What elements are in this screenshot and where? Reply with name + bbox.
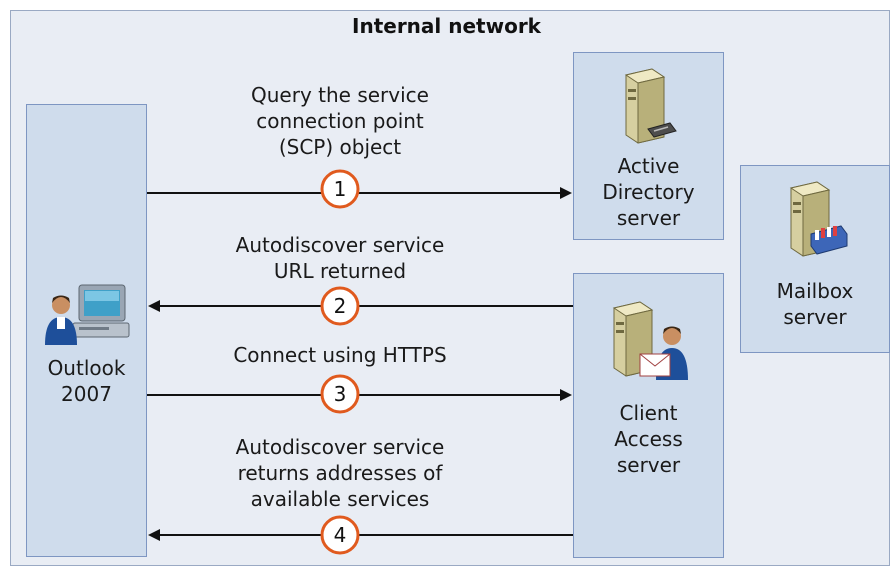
step-4-number: 4 [334, 523, 347, 547]
cas-label-line2: Access [614, 427, 683, 451]
step-1-line2: connection point [256, 109, 424, 133]
step-4-line3: available services [250, 487, 430, 511]
step-2-label: Autodiscover service URL returned [175, 232, 505, 284]
ad-label-line1: Active [617, 154, 680, 178]
step-4-line2: returns addresses of [237, 461, 443, 485]
mailbox-label-line2: server [783, 305, 847, 329]
step-3-label: Connect using HTTPS [175, 342, 505, 368]
step-4-line1: Autodiscover service [235, 435, 445, 459]
step-4-label: Autodiscover service returns addresses o… [175, 434, 505, 512]
directory-server-icon [624, 68, 677, 144]
step-1-line1: Query the service [251, 83, 429, 107]
step-1-badge: 1 [320, 169, 360, 209]
mailbox-server-box: Mailbox server [740, 165, 890, 353]
step-3-badge: 3 [320, 374, 360, 414]
cas-label-line3: server [616, 453, 681, 477]
outlook-client-box: Outlook 2007 [26, 104, 147, 557]
step-1-line3: (SCP) object [278, 135, 402, 159]
step-3-number: 3 [334, 382, 347, 406]
step-2-number: 2 [334, 294, 347, 318]
step-2-line2: URL returned [273, 259, 407, 283]
step-1-number: 1 [334, 177, 347, 201]
mailbox-label-line1: Mailbox [776, 279, 854, 303]
ad-label-line2: Directory [602, 180, 695, 204]
outlook-label-line1: Outlook [47, 356, 126, 380]
step-3-line1: Connect using HTTPS [233, 343, 447, 367]
cas-label-line1: Client [619, 401, 678, 425]
step-2-line1: Autodiscover service [235, 233, 445, 257]
step-4-badge: 4 [320, 515, 360, 555]
ad-label-line3: server [616, 206, 681, 230]
step-2-badge: 2 [320, 286, 360, 326]
mailbox-server-icon [789, 181, 848, 257]
computer-user-icon [45, 284, 130, 345]
client-access-server-box: Client Access server [573, 273, 724, 558]
active-directory-server-box: Active Directory server [573, 52, 724, 240]
outlook-label-line2: 2007 [61, 382, 112, 406]
network-title: Internal network [352, 14, 541, 38]
client-access-server-icon [612, 301, 688, 380]
step-1-label: Query the service connection point (SCP)… [190, 82, 490, 160]
